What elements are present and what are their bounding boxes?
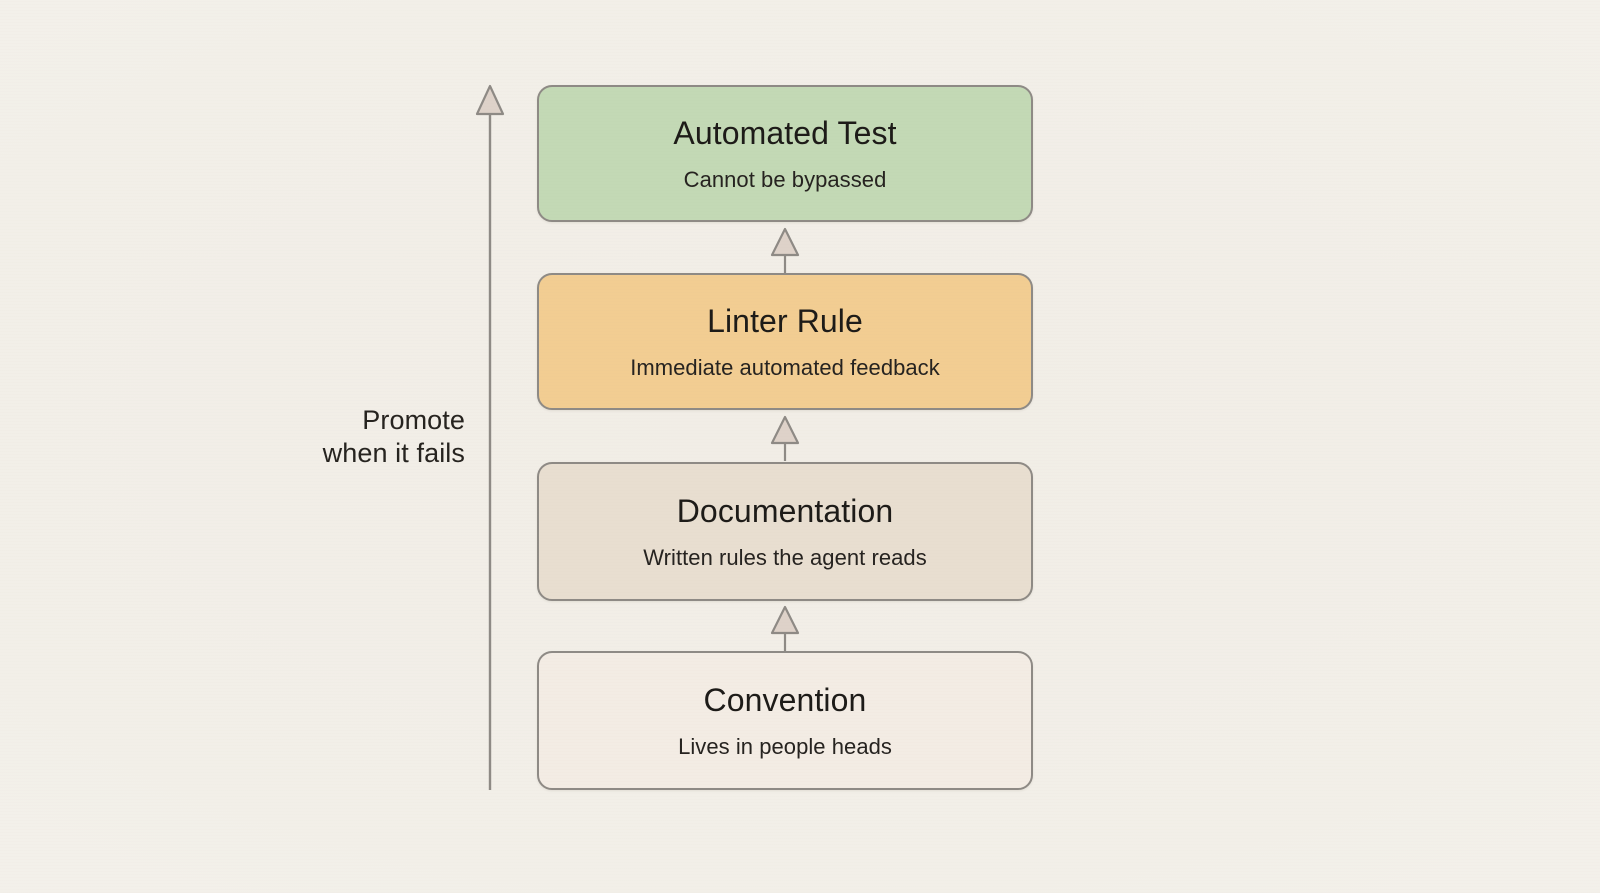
up-arrow-icon (770, 605, 800, 635)
level-title: Linter Rule (707, 302, 863, 339)
up-arrow-icon (770, 227, 800, 257)
level-box-automated-test[interactable]: Automated Test Cannot be bypassed (537, 85, 1033, 222)
connector-convention-to-documentation (770, 599, 800, 651)
level-box-documentation[interactable]: Documentation Written rules the agent re… (537, 462, 1033, 601)
level-subtitle: Written rules the agent reads (643, 544, 927, 570)
level-box-convention[interactable]: Convention Lives in people heads (537, 651, 1033, 790)
connector-svg (770, 415, 800, 461)
promote-axis-svg (475, 84, 505, 790)
connector-svg (770, 605, 800, 651)
up-arrow-icon (770, 415, 800, 445)
level-title: Documentation (676, 492, 894, 529)
connector-linter-to-test (770, 221, 800, 273)
level-title: Automated Test (673, 114, 897, 151)
level-subtitle: Immediate automated feedback (630, 354, 940, 380)
level-subtitle: Lives in people heads (678, 733, 892, 759)
level-title: Convention (703, 681, 867, 718)
level-subtitle: Cannot be bypassed (683, 166, 887, 192)
connector-documentation-to-linter (770, 409, 800, 461)
promote-axis-label: Promote when it fails (322, 405, 465, 468)
connector-svg (770, 227, 800, 273)
promote-axis-arrowhead-icon (475, 84, 505, 116)
level-box-linter-rule[interactable]: Linter Rule Immediate automated feedback (537, 273, 1033, 410)
promote-axis-arrow (470, 78, 510, 798)
